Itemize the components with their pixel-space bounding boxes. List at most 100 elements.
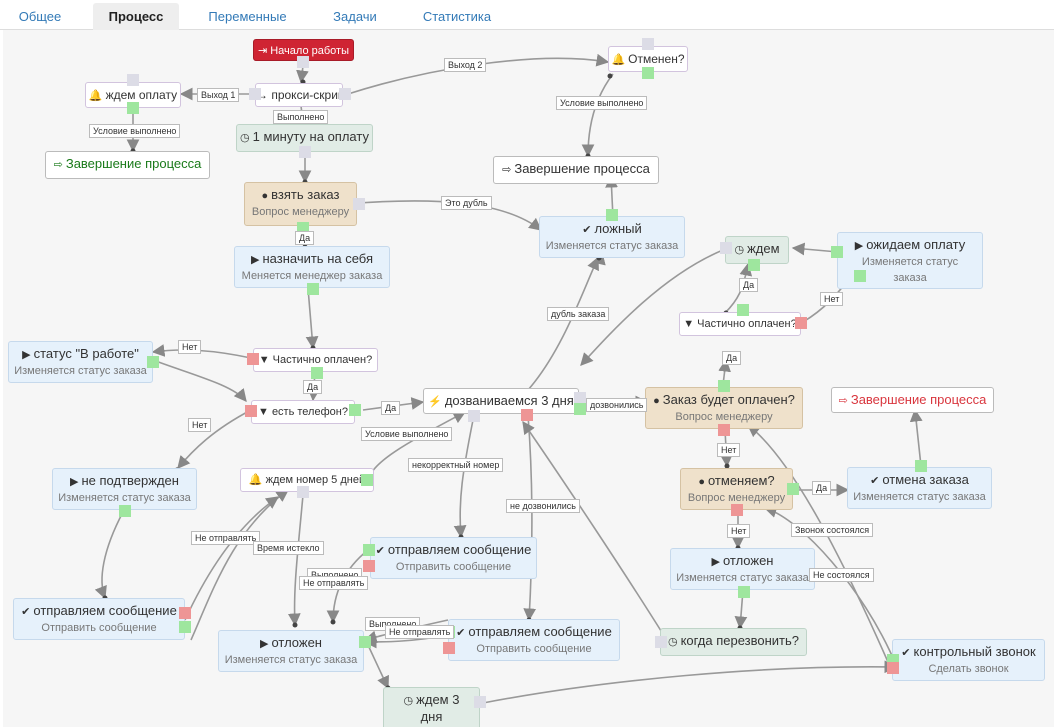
- edge: [190, 489, 290, 641]
- edge-label: некорректный номер: [408, 458, 504, 472]
- wait-3-days-node[interactable]: ◷ждем 3 дня: [383, 687, 480, 727]
- port[interactable]: [353, 198, 365, 210]
- port[interactable]: [349, 404, 361, 416]
- tab-general[interactable]: Общее: [18, 9, 62, 24]
- port[interactable]: [718, 380, 730, 392]
- tab-process[interactable]: Процесс: [93, 3, 179, 30]
- port[interactable]: [738, 586, 750, 598]
- finish-process-node-mid[interactable]: ⇨Завершение процесса: [493, 156, 659, 184]
- edge-label: Условие выполнено: [556, 96, 648, 110]
- send-message-node-low[interactable]: ✔отправляем сообщение Отправить сообщени…: [448, 619, 620, 661]
- edge-label: дубль заказа: [547, 307, 610, 321]
- port[interactable]: [574, 392, 586, 404]
- send-message-node-mid[interactable]: ✔отправляем сообщение Отправить сообщени…: [370, 537, 537, 579]
- will-pay-question-node[interactable]: ●Заказ будет оплачен? Вопрос менеджеру: [645, 387, 803, 429]
- port[interactable]: [443, 642, 455, 654]
- check-icon: ✔: [870, 475, 880, 487]
- not-confirmed-node[interactable]: ▶не подтвержден Изменяется статус заказа: [52, 468, 197, 510]
- edge-label: Не отправлять: [191, 531, 261, 545]
- port[interactable]: [311, 367, 323, 379]
- check-icon: ✔: [582, 224, 592, 236]
- wait-clock-node[interactable]: ◷ждем: [725, 236, 789, 264]
- cancel-question-node[interactable]: ●отменяем? Вопрос менеджеру: [680, 468, 793, 510]
- port[interactable]: [474, 696, 486, 708]
- port[interactable]: [339, 88, 351, 100]
- port[interactable]: [247, 353, 259, 365]
- port[interactable]: [127, 102, 139, 114]
- port[interactable]: [468, 410, 480, 422]
- proxy-script-node[interactable]: → прокси-скрипт: [255, 83, 350, 107]
- port[interactable]: [179, 607, 191, 619]
- port[interactable]: [249, 88, 261, 100]
- when-call-back-node[interactable]: ◷когда перезвонить?: [660, 628, 807, 656]
- edge-label: Выполнено: [273, 110, 329, 124]
- port[interactable]: [147, 356, 159, 368]
- take-order-node[interactable]: ●взять заказ Вопрос менеджеру: [244, 182, 357, 226]
- port[interactable]: [915, 460, 927, 472]
- port[interactable]: [720, 242, 732, 254]
- port[interactable]: [642, 38, 654, 50]
- edge-label: Выход 1: [197, 88, 240, 102]
- port[interactable]: [359, 636, 371, 648]
- port[interactable]: [297, 56, 309, 68]
- tab-variables[interactable]: Переменные: [208, 9, 287, 24]
- port[interactable]: [831, 246, 843, 258]
- control-call-node[interactable]: ✔контрольный звонок Сделать звонок: [892, 639, 1045, 681]
- postponed-node-right[interactable]: ▶отложен Изменяется статус заказа: [670, 548, 815, 590]
- port[interactable]: [737, 304, 749, 316]
- check-icon: ✔: [375, 545, 385, 557]
- port[interactable]: [521, 409, 533, 421]
- tab-statistics[interactable]: Статистика: [422, 9, 492, 24]
- port[interactable]: [297, 486, 309, 498]
- edge-label: Выход 2: [444, 58, 487, 72]
- port[interactable]: [574, 403, 586, 415]
- edge-label: Да: [739, 278, 759, 292]
- port[interactable]: [119, 505, 131, 517]
- port[interactable]: [795, 317, 807, 329]
- port[interactable]: [887, 662, 899, 674]
- port[interactable]: [299, 146, 311, 158]
- play-icon: ▶: [251, 254, 260, 266]
- false-node[interactable]: ✔ложный Изменяется статус заказа: [539, 216, 685, 258]
- calling-3-days-node[interactable]: ⚡дозваниваемся 3 дня: [423, 388, 579, 414]
- status-in-work-node[interactable]: ▶статус "В работе" Изменяется статус зак…: [8, 341, 153, 383]
- send-message-node-left[interactable]: ✔отправляем сообщение Отправить сообщени…: [13, 598, 185, 640]
- edge-label: Нет: [717, 443, 741, 457]
- assign-self-node[interactable]: ▶назначить на себя Меняется менеджер зак…: [234, 246, 390, 288]
- edge-label: Это дубль: [441, 196, 492, 210]
- bell-icon: 🔔: [611, 54, 626, 66]
- port[interactable]: [787, 483, 799, 495]
- filter-icon: ▼: [258, 354, 270, 366]
- port[interactable]: [245, 405, 257, 417]
- filter-icon: ▼: [683, 318, 695, 330]
- port[interactable]: [718, 424, 730, 436]
- postponed-node-left[interactable]: ▶отложен Изменяется статус заказа: [218, 630, 364, 672]
- port[interactable]: [363, 560, 375, 572]
- edge: [296, 65, 309, 84]
- port[interactable]: [642, 67, 654, 79]
- port[interactable]: [731, 504, 743, 516]
- port[interactable]: [854, 270, 866, 282]
- has-phone-node[interactable]: ▼есть телефон?: [251, 400, 355, 424]
- edge: [177, 409, 252, 469]
- tab-tasks[interactable]: Задачи: [333, 9, 377, 24]
- partially-paid-node-1[interactable]: ▼Частично оплачен?: [253, 348, 378, 372]
- port[interactable]: [363, 544, 375, 556]
- edge-label: не дозвонились: [506, 499, 580, 513]
- port[interactable]: [179, 621, 191, 633]
- port[interactable]: [127, 74, 139, 86]
- port[interactable]: [606, 209, 618, 221]
- finish-process-node-right[interactable]: ⇨Завершение процесса: [831, 387, 994, 413]
- edge-dot: [292, 622, 298, 628]
- edge-label: Условие выполнено: [361, 427, 453, 441]
- port[interactable]: [748, 259, 760, 271]
- port[interactable]: [655, 636, 667, 648]
- edge-label: Да: [295, 231, 315, 245]
- cancel-order-node[interactable]: ✔отмена заказа Изменяется статус заказа: [847, 467, 992, 509]
- port[interactable]: [361, 474, 373, 486]
- process-canvas[interactable]: ⇥Начало работы → прокси-скрипт 🔔ждем опл…: [3, 30, 1054, 727]
- port[interactable]: [307, 283, 319, 295]
- user-icon: ●: [261, 190, 269, 202]
- finish-process-node-left[interactable]: ⇨Завершение процесса: [45, 151, 210, 179]
- edge-dot: [724, 463, 730, 469]
